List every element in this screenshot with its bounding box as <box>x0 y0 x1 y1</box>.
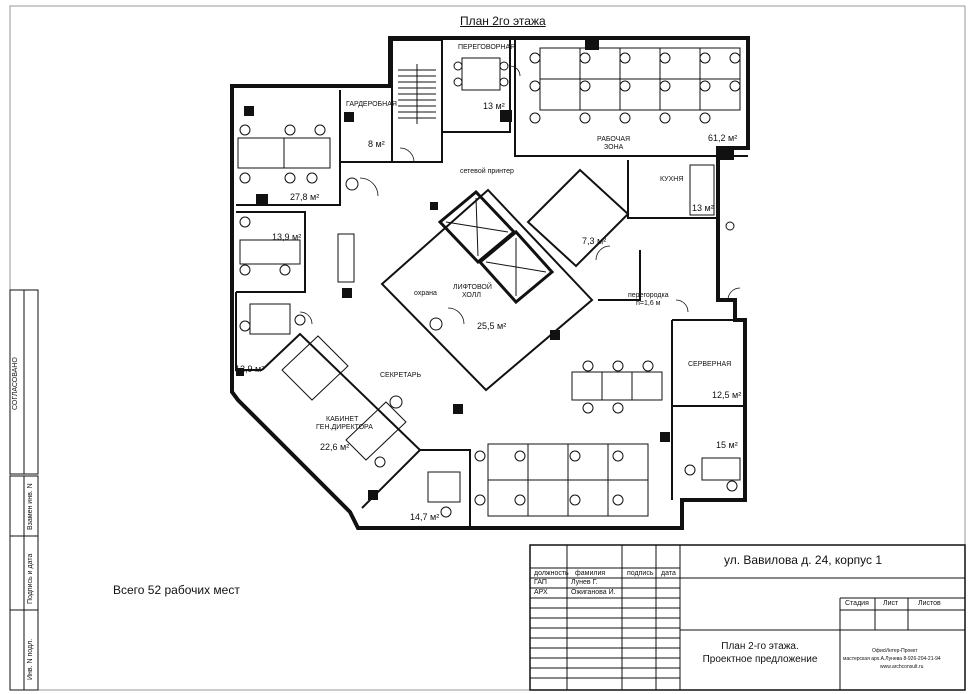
office-nw-area: 27,8 м² <box>290 192 320 202</box>
tb-address: ул. Вавилова д. 24, корпус 1 <box>724 553 883 567</box>
tb-col-sign: подпись <box>627 570 654 577</box>
partition-label-2: h=1,6 м <box>636 300 661 307</box>
server-area: 12,5 м² <box>712 390 742 400</box>
tb-stage: Стадия <box>845 600 869 607</box>
stamp-agreed: СОГЛАСОВАНО <box>12 357 19 410</box>
tb-sheets: Листов <box>918 600 941 607</box>
tb-sheet: Лист <box>883 600 899 607</box>
exterior-wall <box>230 36 750 530</box>
room-s-area: 14,7 м² <box>410 512 440 522</box>
tb-sheet-title-1: План 2-го этажа. <box>721 641 799 652</box>
work-zone-label-1: РАБОЧАЯ <box>597 136 631 143</box>
server-label: СЕРВЕРНАЯ <box>688 361 732 368</box>
director-area: 22,6 м² <box>320 442 350 452</box>
kitchen-area: 13 м² <box>692 203 714 213</box>
room-meeting-label: ПЕРЕГОВОРНАЯ <box>458 44 516 51</box>
room-wardrobe-area: 8 м² <box>368 139 385 149</box>
tb-row2-role: АРХ <box>534 589 548 596</box>
wc-area: 7,3 м² <box>582 236 607 246</box>
tb-col-position: должность <box>534 570 569 577</box>
printer-label: сетевой принтер <box>460 168 514 175</box>
tb-row2-name: Ожиганова И. <box>571 589 616 596</box>
stamp-inv-orig: Инв. N подл. <box>27 638 34 680</box>
office-w-area: 13,9 м² <box>272 232 302 242</box>
office-sw-area: 12,9 м² <box>235 364 265 374</box>
security-label: охрана <box>414 290 437 297</box>
director-label-2: ГЕН.ДИРЕКТОРА <box>316 424 373 431</box>
tb-col-date: дата <box>661 570 676 577</box>
stamp-inv-replace: Взамен инв. N <box>27 483 34 530</box>
tb-org-3: www.archconsult.ru <box>880 664 924 670</box>
room-se-area: 15 м² <box>716 440 738 450</box>
total-workplaces: Всего 52 рабочих мест <box>113 583 240 597</box>
room-wardrobe-label: ГАРДЕРОБНАЯ <box>346 101 397 108</box>
drawing-title: План 2го этажа <box>460 14 546 28</box>
director-label-1: КАБИНЕТ <box>326 416 359 423</box>
work-zone-area: 61,2 м² <box>708 133 738 143</box>
partition-label-1: перегородка <box>628 292 669 299</box>
tb-col-surname: фамилия <box>575 570 606 577</box>
tb-row1-role: ГАП <box>534 579 547 586</box>
work-zone-label-2: ЗОНА <box>604 144 624 151</box>
secretary-label: СЕКРЕТАРЬ <box>380 372 422 379</box>
tb-org-1: ОфисИнтер-Проект <box>872 648 918 654</box>
lift-hall-area: 25,5 м² <box>477 321 507 331</box>
room-meeting-area: 13 м² <box>483 101 505 111</box>
tb-sheet-title: План 2-го этажа. Проектное предложение <box>700 640 820 666</box>
kitchen-label: КУХНЯ <box>660 176 684 183</box>
lift-hall-label-2: ХОЛЛ <box>462 292 481 299</box>
tb-org-2: мастерская арх.А.Лунева 8-926-204-21-94 <box>843 656 941 662</box>
stamp-sign-date: Подпись и дата <box>27 553 34 604</box>
tb-row1-name: Лунев Г. <box>571 579 598 586</box>
tb-sheet-title-2: Проектное предложение <box>702 654 818 665</box>
lift-hall-label-1: ЛИФТОВОЙ <box>453 284 492 291</box>
